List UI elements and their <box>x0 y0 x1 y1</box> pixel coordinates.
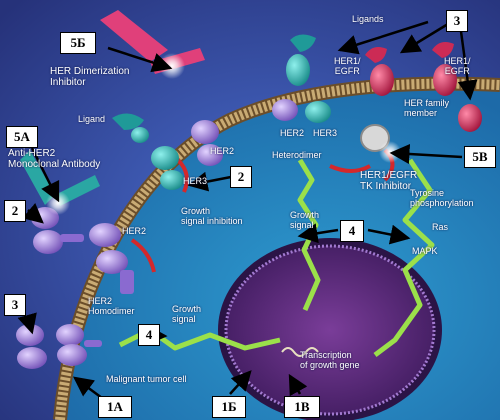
callout-3-left: 3 <box>4 294 26 316</box>
inhibition-arc-her2 <box>130 238 156 273</box>
callout-4-bottom: 4 <box>138 324 160 346</box>
callout-1b: 1Б <box>212 396 246 418</box>
label-her2-c: HER2 <box>122 226 147 236</box>
callout-1a: 1А <box>98 396 132 418</box>
callout-5b-top: 5Б <box>60 32 96 54</box>
label-her2-homodimer: HER2 Homodimer <box>88 296 135 316</box>
callout-4-mid: 4 <box>340 220 364 242</box>
label-her1-egfr-b: HER1/ EGFR <box>444 56 471 76</box>
callout-1v: 1В <box>284 396 320 418</box>
callout-3-top: 3 <box>446 10 468 32</box>
label-malignant-tumor-cell: Malignant tumor cell <box>106 374 187 384</box>
label-growth-signal-bottom: Growth signal <box>172 304 202 324</box>
inhibition-arc-heterodimer <box>329 164 371 173</box>
label-growth-signal-inhibition: Growth signal inhibition <box>181 206 243 226</box>
label-anti-her2-antibody: Anti-HER2 Monoclonal Antibody <box>8 148 101 170</box>
growth-signal-path-right <box>373 158 435 357</box>
dna-helix <box>281 347 319 357</box>
label-ras: Ras <box>432 222 449 232</box>
label-tyrosine-phosphorylation: Tyrosine phosphorylation <box>410 188 474 208</box>
inhibition-arc-her2-her3 <box>176 158 189 193</box>
callout-arrows <box>17 20 478 400</box>
label-mapk: MAPK <box>412 246 438 256</box>
callout-2-mid: 2 <box>230 166 252 188</box>
label-heterodimer: Heterodimer <box>272 150 322 160</box>
her1-egfr-receptor-a <box>365 47 394 96</box>
heterodimer-shape <box>272 34 331 123</box>
label-growth-signal-top: Growth signal <box>290 210 320 230</box>
label-her3-a: HER3 <box>183 176 208 186</box>
label-her1-egfr-tk-inhibitor: HER1/EGFR TK Inhibitor <box>360 170 418 192</box>
label-her2-a: HER2 <box>210 146 235 156</box>
ligand-shape <box>112 113 149 143</box>
label-her2-b: HER2 <box>280 128 305 138</box>
label-ligands: Ligands <box>352 14 384 24</box>
label-her3-b: HER3 <box>313 128 338 138</box>
her2-her3-pair <box>151 120 223 190</box>
callout-5a: 5А <box>6 126 38 148</box>
callout-5v: 5В <box>464 146 496 168</box>
her1-egfr-receptor-b <box>432 42 482 132</box>
label-her-family-member: HER family member <box>404 98 450 118</box>
label-ligand: Ligand <box>78 114 106 124</box>
nucleus <box>224 244 436 416</box>
label-her1-egfr-a: HER1/ EGFR <box>334 56 361 76</box>
label-her-dimerization-inhibitor: HER Dimerization Inhibitor <box>50 66 130 88</box>
callout-2-left: 2 <box>4 200 26 222</box>
label-transcription-growth-gene: Transcription of growth gene <box>300 350 360 370</box>
membrane-lipids <box>55 78 500 420</box>
her2-receptor-mid <box>89 223 134 294</box>
